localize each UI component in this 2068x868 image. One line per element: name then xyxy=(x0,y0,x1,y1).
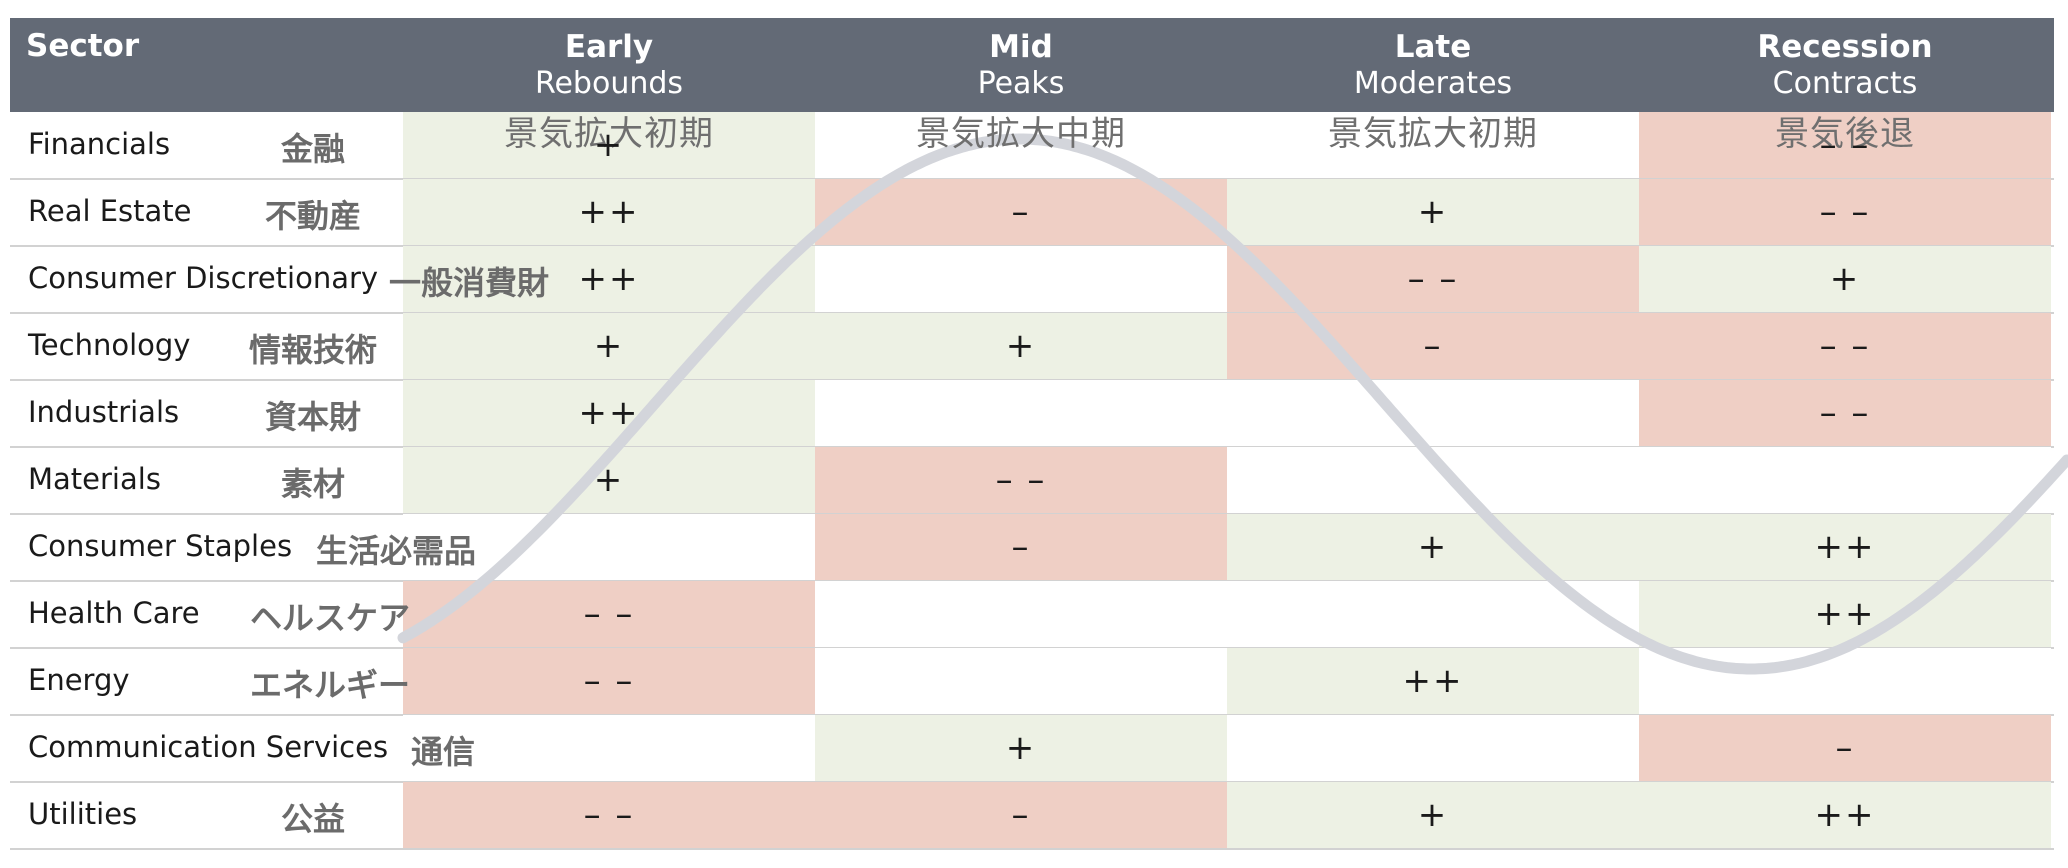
cell-bg-neu xyxy=(815,380,1227,447)
cell-bg-neu xyxy=(1227,447,1639,514)
cell-bg-neu xyxy=(815,581,1227,648)
cell-rating: ++ xyxy=(578,192,640,232)
cell-bg-neg xyxy=(403,782,815,849)
cell-rating: – xyxy=(1835,728,1855,768)
cell-bg-neu xyxy=(403,715,815,782)
phase-header-1: Mid xyxy=(989,29,1053,65)
phase-subheader-3: Contracts xyxy=(1772,66,1918,101)
sector-name: Financials xyxy=(28,127,171,161)
sector-name: Consumer Staples xyxy=(28,529,293,563)
cell-bg-neu xyxy=(1227,581,1639,648)
cell-rating: + xyxy=(1005,326,1037,366)
cell-rating: + xyxy=(593,326,625,366)
sector-name: Energy xyxy=(28,663,130,697)
sector-name: Health Care xyxy=(28,596,200,630)
sector-name: Industrials xyxy=(28,395,180,429)
phase-subheader-0: Rebounds xyxy=(534,66,684,101)
cell-rating: – xyxy=(1011,527,1031,567)
cell-rating: – xyxy=(1011,192,1031,232)
sector-name: Communication Services xyxy=(28,730,389,764)
cell-rating: ++ xyxy=(1402,661,1464,701)
cell-rating: ++ xyxy=(1814,594,1876,634)
phase-subheader-2: Moderates xyxy=(1353,66,1513,101)
cell-rating: ++ xyxy=(1814,527,1876,567)
cell-rating: + xyxy=(1005,728,1037,768)
phase-japanese-label-1: 景気拡大中期 xyxy=(916,114,1126,154)
row-divider xyxy=(10,848,2054,850)
cell-rating: ++ xyxy=(578,259,640,299)
cell-bg-neu xyxy=(1227,715,1639,782)
cell-bg-neu xyxy=(1639,648,2051,715)
phase-header-3: Recession xyxy=(1757,29,1933,65)
phase-header-2: Late xyxy=(1394,29,1472,65)
cell-rating: + xyxy=(593,460,625,500)
cell-bg-neu xyxy=(815,648,1227,715)
phase-japanese-label-2: 景気拡大初期 xyxy=(1328,114,1538,154)
cell-bg-neu xyxy=(1227,380,1639,447)
cell-rating: – – xyxy=(995,460,1047,500)
cell-bg-neg xyxy=(815,782,1227,849)
cell-rating: + xyxy=(1417,527,1449,567)
cell-bg-pos xyxy=(1227,782,1639,849)
cell-rating: + xyxy=(1417,192,1449,232)
header-bar xyxy=(10,18,2054,112)
cell-rating: – – xyxy=(1819,192,1871,232)
cell-rating: – – xyxy=(583,594,635,634)
sector-name: Consumer Discretionary xyxy=(28,261,379,295)
cell-rating: ++ xyxy=(1814,795,1876,835)
cell-rating: – xyxy=(1011,795,1031,835)
phase-japanese-label-0: 景気拡大初期 xyxy=(504,114,714,154)
cell-rating: + xyxy=(1417,795,1449,835)
cell-bg-pos xyxy=(1639,782,2051,849)
phase-subheader-1: Peaks xyxy=(977,66,1065,101)
cell-rating: + xyxy=(593,125,625,165)
cell-bg-pos xyxy=(815,715,1227,782)
sector-name: Materials xyxy=(28,462,161,496)
cell-rating: – – xyxy=(1819,326,1871,366)
cell-rating: – – xyxy=(1819,125,1871,165)
cell-bg-neu xyxy=(1639,447,2051,514)
phase-japanese-label-3: 景気後退 xyxy=(1775,114,1915,154)
phase-header-0: Early xyxy=(564,29,654,65)
sector-name: Real Estate xyxy=(28,194,192,228)
cell-rating: – – xyxy=(1407,259,1459,299)
cell-rating: + xyxy=(1829,259,1861,299)
cell-rating: – xyxy=(1423,326,1443,366)
cell-bg-neg xyxy=(1639,715,2051,782)
sector-column-header: Sector xyxy=(26,28,140,64)
cell-rating: – – xyxy=(1819,393,1871,433)
cell-rating: – – xyxy=(583,795,635,835)
cell-rating: ++ xyxy=(578,393,640,433)
sector-name: Utilities xyxy=(28,797,138,831)
cell-rating: – – xyxy=(583,661,635,701)
cell-bg-neu xyxy=(815,246,1227,313)
sector-name: Technology xyxy=(28,328,191,362)
